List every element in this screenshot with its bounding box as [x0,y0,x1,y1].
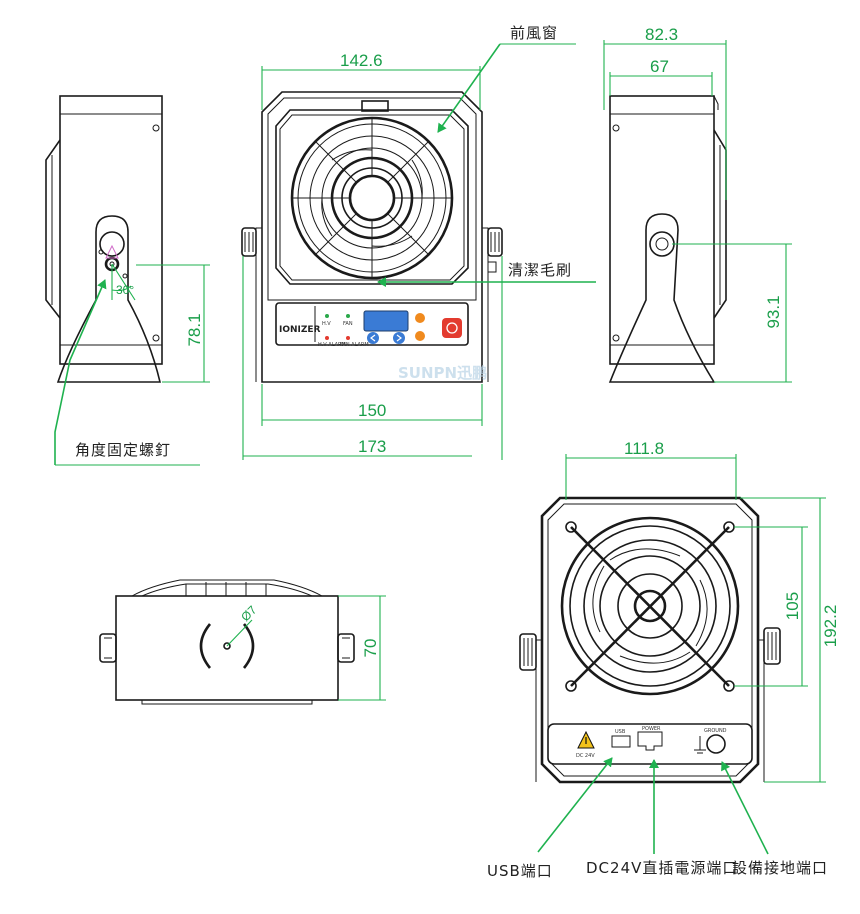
dim-overall-width: 173 [358,437,386,456]
watermark: SUNPN迅鹏 [398,364,487,382]
rear-fan-guard [560,516,740,696]
callout-cleaning-brush: 清潔毛刷 [508,261,572,279]
dim-67-lines [609,72,713,96]
rear-ground-label: GROUND [704,728,727,734]
dim-bottom-hole: Ø7 [238,603,259,624]
led-label-hv-alarm: H.V ALARM [318,342,346,348]
dim-pivot-height-left: 78.1 [185,313,204,346]
dim-side-depth-outer: 82.3 [645,25,678,44]
callout-screw-leader [54,279,200,466]
rear-voltage-label: DC 24V [576,753,595,759]
dim-82-3-lines [603,40,727,200]
led-label-hv: H.V [322,321,331,327]
front-brand: IONIZER [279,325,321,335]
dim-70-lines [338,595,386,701]
led-label-fan-alarm: FAN ALARM [340,342,369,348]
bottom-view [99,579,355,705]
dim-front-width: 142.6 [340,51,383,70]
left-side-view [45,95,163,383]
dim-pivot-height-right: 93.1 [764,295,783,328]
callout-grille-leader [437,43,576,133]
dim-rear-hole-spacing: 105 [783,592,802,620]
dim-78-1-lines [136,264,210,383]
dim-105-lines [734,526,808,687]
front-view [241,91,503,383]
dim-rear-width: 111.8 [624,439,664,458]
dim-150-lines [261,384,483,426]
callout-usb-port: USB端口 [487,862,553,880]
tilt-angle-label: 30° [116,283,134,297]
dim-192-2-lines [740,497,826,783]
dim-side-depth-inner: 67 [650,57,669,76]
callout-ground-port: 設備接地端口 [732,859,828,877]
callout-angle-screw: 角度固定螺釘 [75,441,171,459]
dim-93-1-lines [672,243,792,383]
dim-142-6-lines [261,66,481,110]
rear-power-label: POWER [642,726,661,732]
led-label-fan: FAN [343,321,353,327]
rear-view [519,496,781,784]
dim-overall-height: 192.2 [821,605,840,648]
rear-usb-label: USB [615,729,626,735]
callout-front-grille: 前風窗 [510,24,558,42]
front-fan-grille [290,116,454,280]
dim-base-width: 150 [358,401,386,420]
right-side-view [608,95,727,383]
dim-111-8-lines [565,454,737,500]
dim-173-lines [242,256,503,460]
port-callout-leaders [537,757,769,855]
dim-bottom-depth: 70 [361,639,380,658]
callout-dc-port: DC24V直插電源端口 [586,859,738,877]
